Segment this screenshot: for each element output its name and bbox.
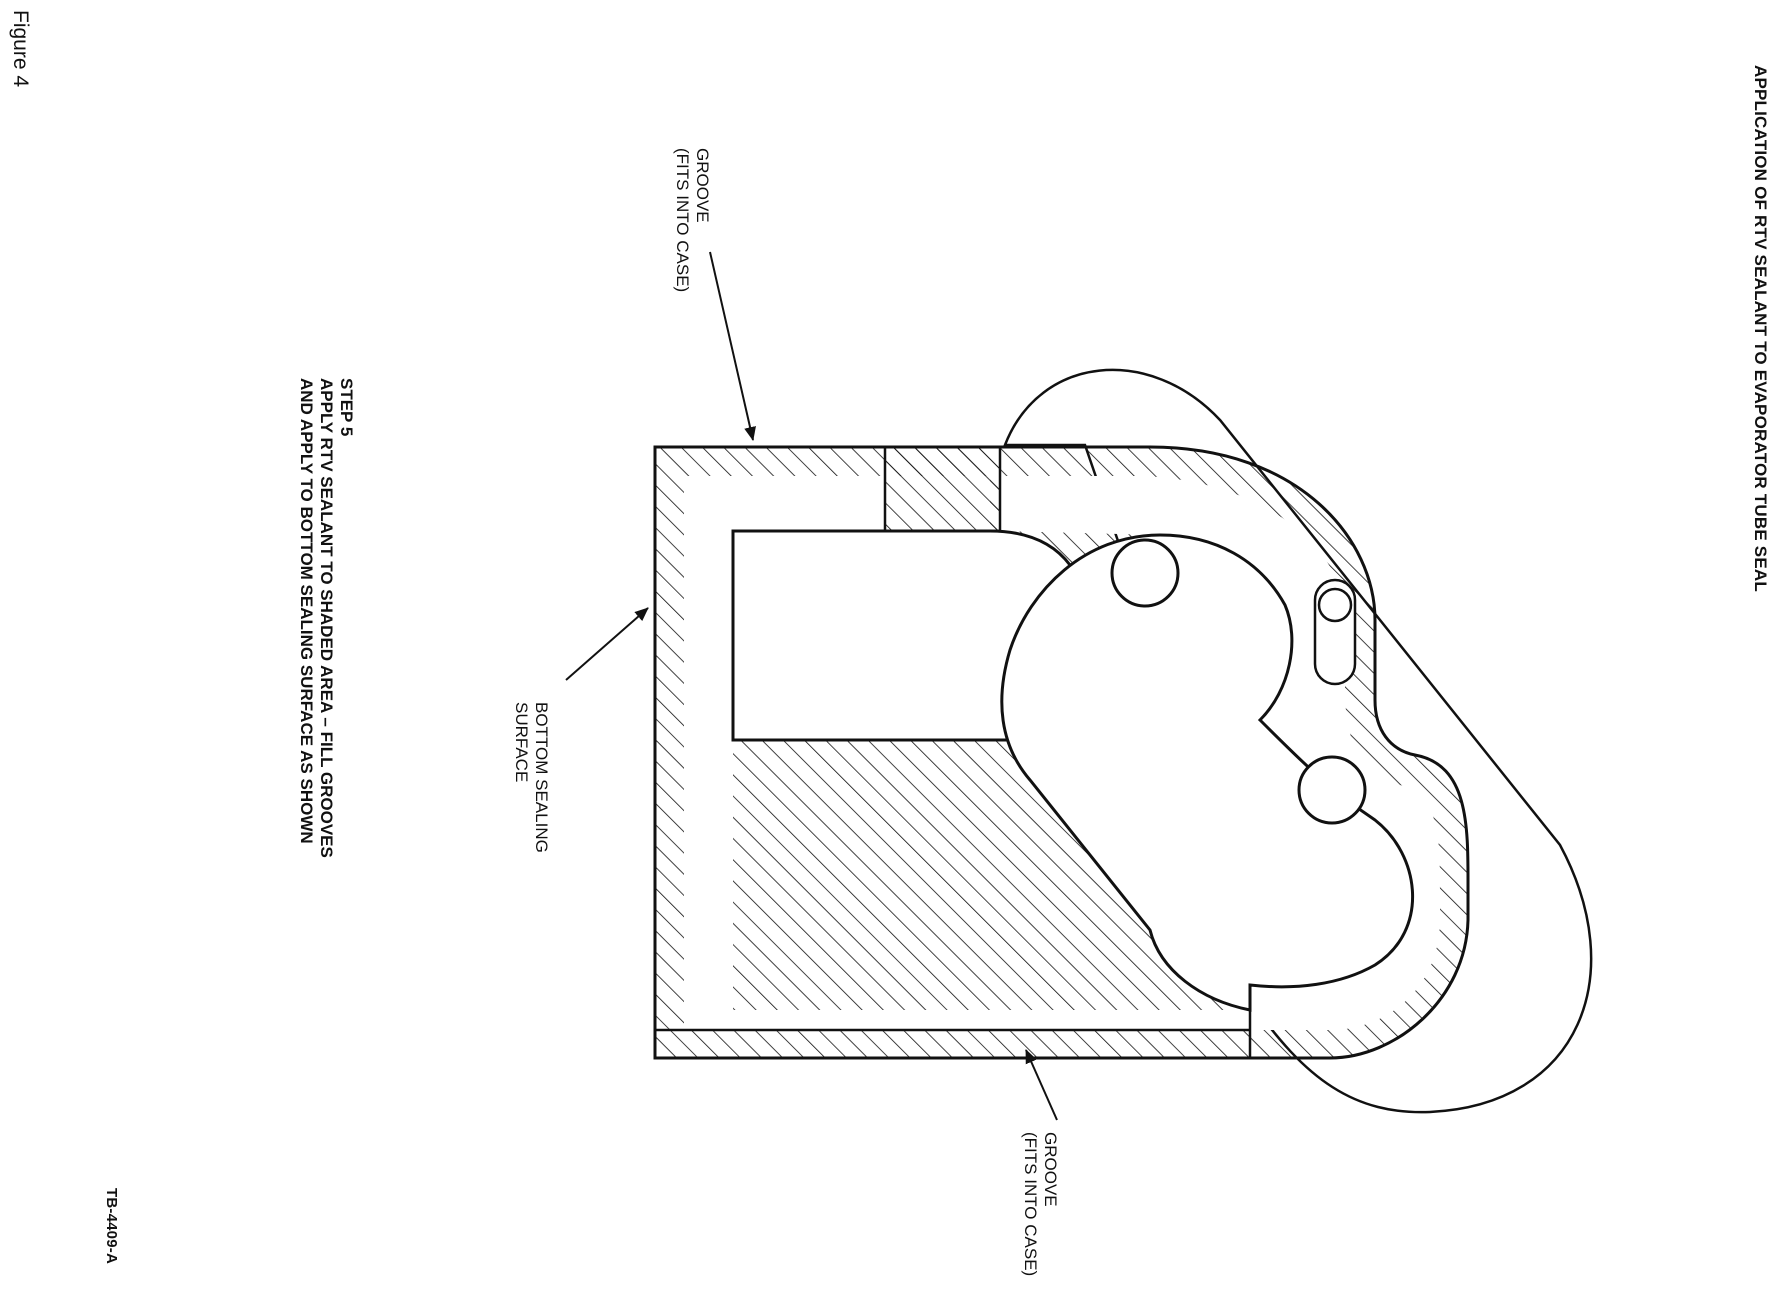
groove-top-block: [883, 445, 1002, 533]
tube-hole-2: [1297, 755, 1367, 825]
bottom-sealing-arrow: [565, 607, 649, 681]
inner-clear-region: [684, 476, 1440, 1030]
groove-bottom-arrow: [1025, 1049, 1058, 1121]
tube-carrier: [1000, 533, 1415, 1012]
groove-top-arrow: [709, 251, 756, 441]
tube-hole-1: [1110, 538, 1180, 608]
slot-hole: [1317, 587, 1353, 623]
